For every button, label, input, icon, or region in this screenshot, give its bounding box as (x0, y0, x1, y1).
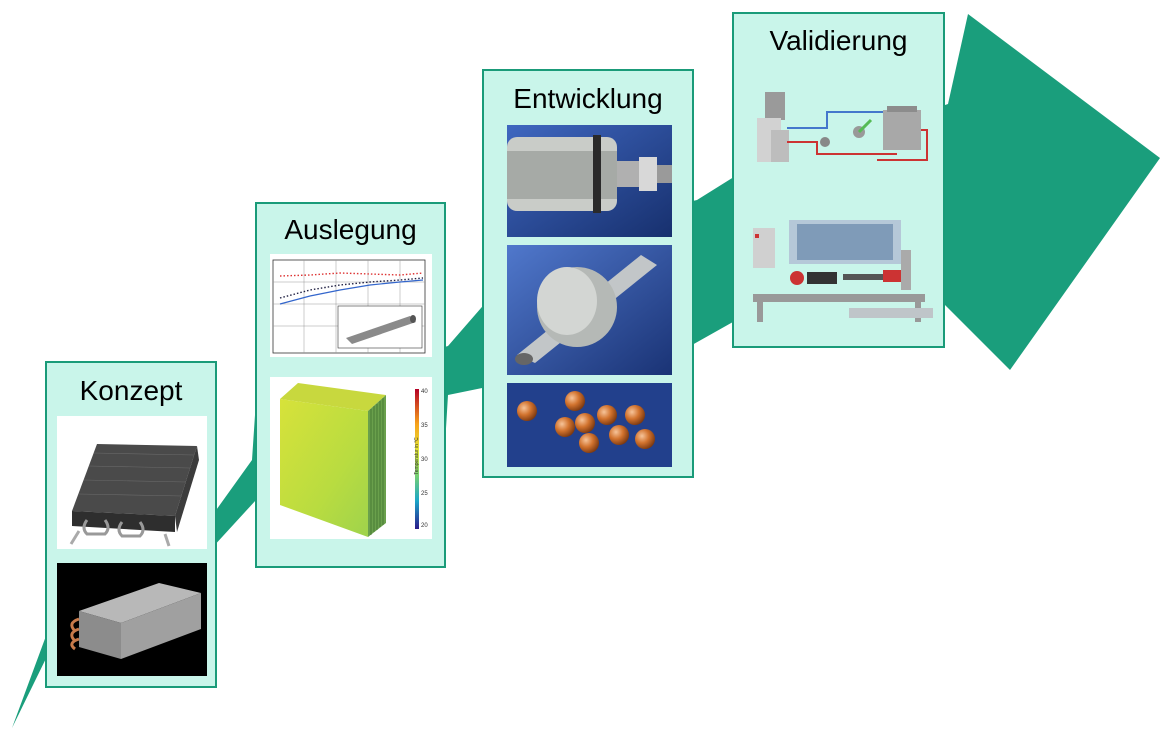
stage-title-auslegung: Auslegung (284, 214, 417, 245)
temperature-simulation-image: 40 35 30 25 20 Temperatur in °C (270, 377, 432, 539)
simulation-plot-image (270, 254, 432, 357)
test-rig-photo-image (747, 212, 933, 336)
metal-foam-disc-image (507, 245, 672, 375)
stage-title-entwicklung: Entwicklung (513, 83, 663, 114)
stage-title-konzept: Konzept (79, 375, 183, 406)
test-rig-schematic-image (747, 80, 933, 210)
colorbar-tick-30: 30 (421, 457, 428, 463)
heat-exchanger-render-image (57, 416, 207, 549)
metal-foam-cylinder-image (507, 125, 672, 237)
copper-spheres-image (507, 383, 672, 467)
colorbar-label: Temperatur in °C (413, 437, 420, 475)
storage-module-render-image (57, 563, 207, 676)
colorbar-tick-25: 25 (421, 491, 428, 497)
colorbar-tick-35: 35 (421, 423, 428, 429)
stage-entwicklung: Entwicklung (482, 69, 694, 478)
stage-auslegung: Auslegung (255, 202, 446, 568)
colorbar-tick-40: 40 (421, 389, 428, 395)
stage-validierung: Validierung (732, 12, 945, 348)
stage-title-validierung: Validierung (769, 25, 908, 56)
colorbar-tick-20: 20 (421, 523, 428, 529)
stage-konzept: Konzept (45, 361, 217, 688)
